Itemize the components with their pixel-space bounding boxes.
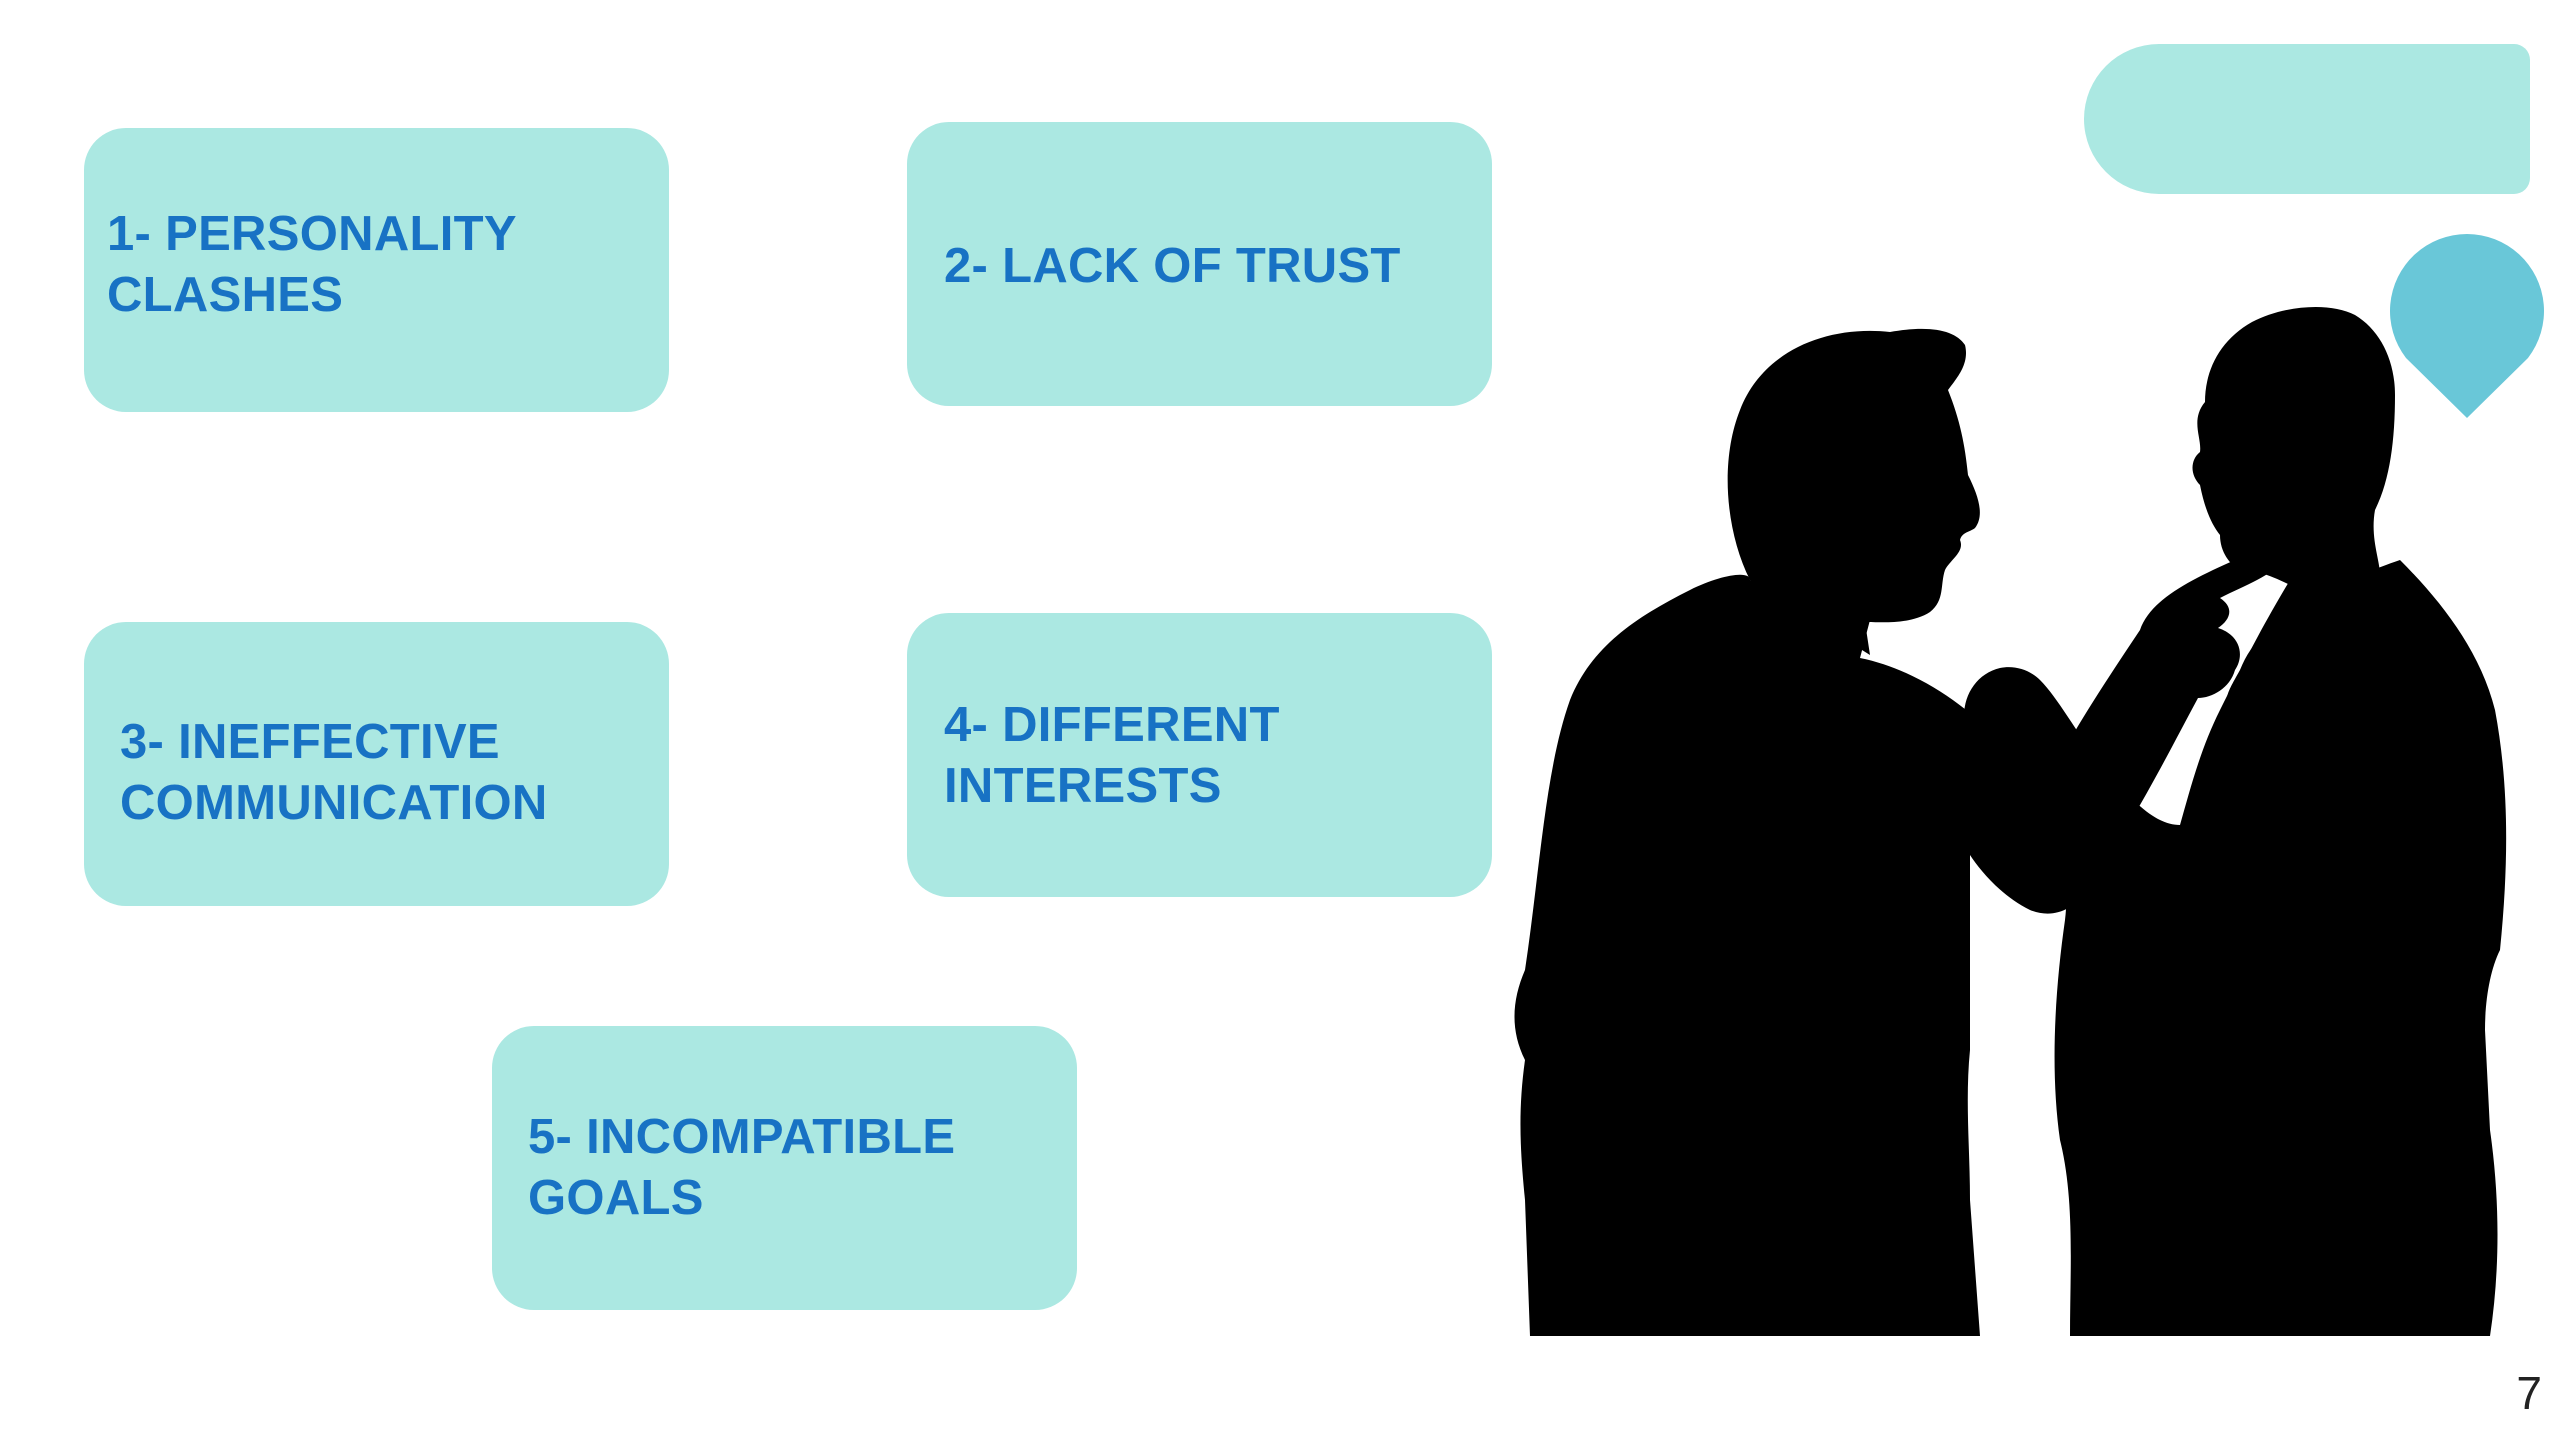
cause-label: 2- LACK OF TRUST [944, 239, 1401, 293]
speech-bubble-icon [2084, 44, 2530, 194]
location-pin-icon [2390, 234, 2544, 418]
cause-box-different-interests: 4- DIFFERENT INTERESTS [907, 613, 1492, 897]
cause-box-lack-of-trust: 2- LACK OF TRUST [907, 122, 1492, 406]
cause-label: 3- INEFFECTIVE COMMUNICATION [120, 715, 548, 830]
cause-label: 5- INCOMPATIBLE GOALS [528, 1110, 956, 1225]
page-number: 7 [2516, 1367, 2542, 1419]
arguing-men-silhouette-icon [1514, 306, 2507, 1336]
cause-box-personality-clashes: 1- PERSONALITY CLASHES [84, 128, 669, 412]
cause-box-ineffective-communication: 3- INEFFECTIVE COMMUNICATION [84, 622, 669, 906]
cause-box-incompatible-goals: 5- INCOMPATIBLE GOALS [492, 1026, 1077, 1310]
cause-label: 4- DIFFERENT INTERESTS [944, 698, 1280, 813]
cause-label: 1- PERSONALITY CLASHES [107, 207, 517, 322]
